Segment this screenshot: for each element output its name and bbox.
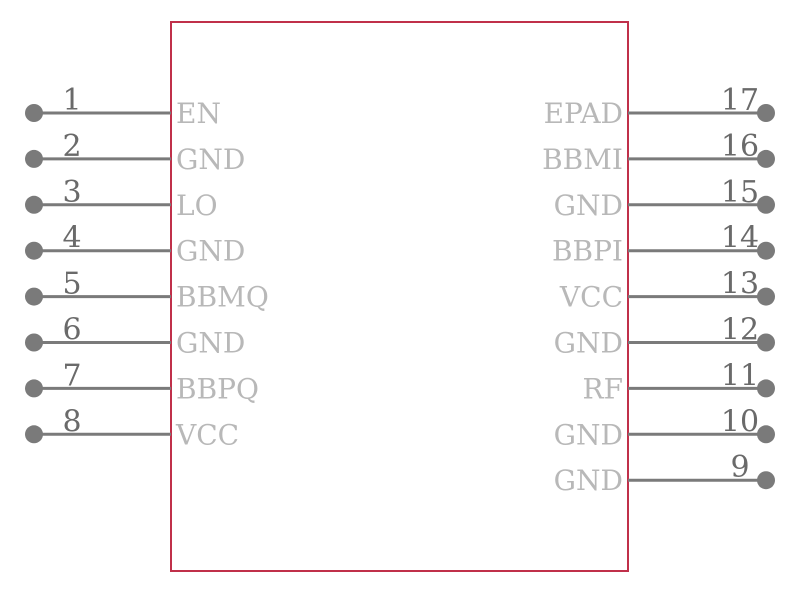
pin-10: 10 GND	[554, 404, 775, 451]
pin-endpoint	[25, 287, 43, 306]
pin-6: 6 GND	[25, 313, 245, 360]
pin-number: 11	[721, 358, 759, 393]
pin-number: 10	[721, 404, 759, 439]
pin-number: 17	[721, 83, 759, 118]
pin-15: 15 GND	[554, 175, 775, 222]
pin-name: EPAD	[544, 97, 623, 130]
pin-endpoint	[757, 195, 775, 214]
pin-12: 12 GND	[554, 313, 775, 360]
pin-name: EN	[176, 97, 221, 130]
right-pin-group: 17EPAD16BBMI15GND14BBPI13VCC12GND11RF10G…	[542, 83, 775, 497]
pin-number: 13	[721, 267, 759, 302]
pin-number: 3	[62, 175, 81, 210]
pin-8: 8 VCC	[25, 404, 239, 451]
pin-number: 1	[62, 83, 81, 118]
pin-endpoint	[25, 241, 43, 260]
pin-name: VCC	[559, 281, 623, 314]
pin-9: 9 GND	[554, 450, 775, 497]
pin-number: 4	[62, 221, 81, 256]
pin-14: 14 BBPI	[552, 221, 775, 268]
pin-2: 2 GND	[25, 129, 245, 176]
pin-number: 7	[62, 358, 81, 393]
pin-13: 13 VCC	[559, 267, 775, 314]
pin-name: BBMQ	[176, 281, 269, 314]
pin-name: GND	[176, 235, 245, 268]
pin-endpoint	[757, 425, 775, 444]
pin-endpoint	[25, 149, 43, 168]
pin-17: 17 EPAD	[544, 83, 775, 130]
pin-name: BBPQ	[176, 372, 259, 405]
pin-number: 16	[721, 129, 759, 164]
pin-name: GND	[176, 327, 245, 360]
pin-number: 8	[62, 404, 81, 439]
pin-number: 2	[62, 129, 81, 164]
pin-endpoint	[25, 195, 43, 214]
pin-1: 1 EN	[25, 83, 221, 130]
pin-endpoint	[757, 149, 775, 168]
pin-11: 11 RF	[582, 358, 775, 405]
pin-number: 14	[721, 221, 759, 256]
pin-name: BBPI	[552, 235, 623, 268]
pin-endpoint	[757, 379, 775, 398]
pin-7: 7 BBPQ	[25, 358, 259, 405]
pin-endpoint	[25, 425, 43, 444]
pin-3: 3 LO	[25, 175, 218, 222]
pin-4: 4 GND	[25, 221, 245, 268]
pin-name: BBMI	[542, 143, 623, 176]
pin-number: 12	[721, 313, 759, 348]
pin-endpoint	[25, 104, 43, 122]
pin-number: 9	[730, 450, 749, 485]
pin-number: 6	[62, 313, 81, 348]
pin-number: 5	[62, 267, 81, 302]
pin-endpoint	[757, 287, 775, 306]
pin-name: GND	[176, 143, 245, 176]
pin-endpoint	[757, 333, 775, 352]
pin-endpoint	[25, 379, 43, 398]
pin-name: RF	[582, 372, 623, 405]
pin-name: GND	[554, 189, 623, 222]
pin-name: VCC	[175, 418, 239, 451]
pin-16: 16 BBMI	[542, 129, 775, 176]
pin-endpoint	[25, 333, 43, 352]
pin-name: GND	[554, 327, 623, 360]
pin-name: GND	[554, 464, 623, 497]
pin-endpoint	[757, 104, 775, 122]
pin-5: 5 BBMQ	[25, 267, 269, 314]
pin-name: GND	[554, 418, 623, 451]
pin-endpoint	[757, 241, 775, 260]
pin-name: LO	[176, 189, 218, 222]
pin-endpoint	[757, 471, 775, 490]
pin-number: 15	[721, 175, 759, 210]
